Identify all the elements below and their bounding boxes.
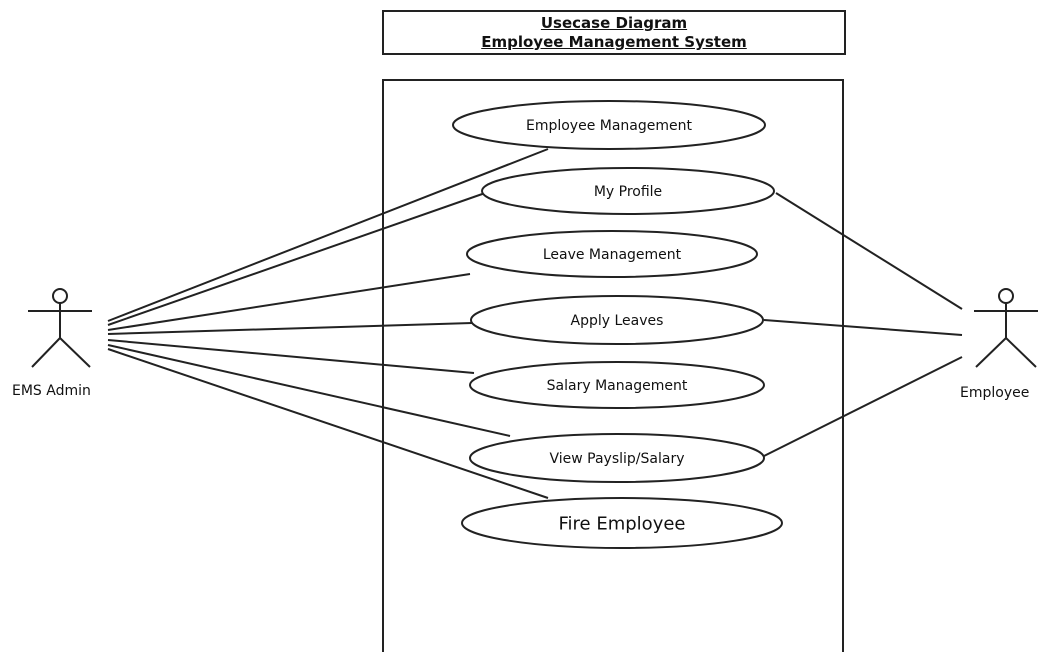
association-employee-my-profile xyxy=(775,192,963,310)
usecase-label: Employee Management xyxy=(526,118,693,134)
actor-employee xyxy=(974,288,1038,368)
association-ems-admin-employee-management xyxy=(107,148,549,322)
diagram-title-box: Usecase Diagram Employee Management Syst… xyxy=(382,10,846,55)
usecase-ellipse xyxy=(481,167,775,215)
usecase-label: Leave Management xyxy=(543,247,682,263)
actor-employee-left-leg xyxy=(975,337,1007,368)
usecase-ellipse xyxy=(461,497,783,549)
association-ems-admin-fire-employee xyxy=(107,348,549,499)
association-ems-admin-my-profile xyxy=(107,191,489,326)
usecase-apply-leaves: Apply Leaves xyxy=(470,295,764,345)
usecase-salary-management: Salary Management xyxy=(469,361,765,409)
usecase-label: Salary Management xyxy=(547,378,688,394)
usecase-label: Apply Leaves xyxy=(571,313,664,329)
actor-admin-right-leg xyxy=(59,337,91,368)
usecase-employee-management: Employee Management xyxy=(452,100,766,150)
actor-employee-label: Employee xyxy=(960,385,1029,401)
usecase-label: My Profile xyxy=(594,184,662,200)
association-ems-admin-view-payslip-salary xyxy=(107,344,511,437)
diagram-title: Usecase Diagram xyxy=(540,14,688,32)
system-boundary xyxy=(382,79,844,652)
usecase-my-profile: My Profile xyxy=(481,167,775,215)
usecase-view-payslip-salary: View Payslip/Salary xyxy=(469,433,765,483)
usecase-ellipse xyxy=(470,295,764,345)
usecase-ellipse xyxy=(469,433,765,483)
usecase-label: View Payslip/Salary xyxy=(549,451,684,467)
usecase-fire-employee: Fire Employee xyxy=(461,497,783,549)
usecase-ellipse xyxy=(466,230,758,278)
usecase-leave-management: Leave Management xyxy=(466,230,758,278)
association-ems-admin-leave-management xyxy=(107,273,471,331)
association-ems-admin-salary-management xyxy=(107,339,475,374)
usecase-label: Fire Employee xyxy=(559,513,686,534)
diagram-subtitle: Employee Management System xyxy=(481,33,747,51)
actor-ems-admin xyxy=(28,288,92,368)
association-ems-admin-apply-leaves xyxy=(107,322,473,335)
associations xyxy=(107,148,963,499)
usecase-ellipse xyxy=(452,100,766,150)
actor-admin-head xyxy=(52,288,68,304)
association-employee-apply-leaves xyxy=(763,319,963,336)
actor-employee-right-leg xyxy=(1005,337,1037,368)
usecase-ellipse xyxy=(469,361,765,409)
actor-admin-label: EMS Admin xyxy=(12,383,91,399)
actor-admin-left-leg xyxy=(31,337,61,368)
actor-employee-head xyxy=(998,288,1014,304)
association-employee-view-payslip-salary xyxy=(763,356,963,457)
